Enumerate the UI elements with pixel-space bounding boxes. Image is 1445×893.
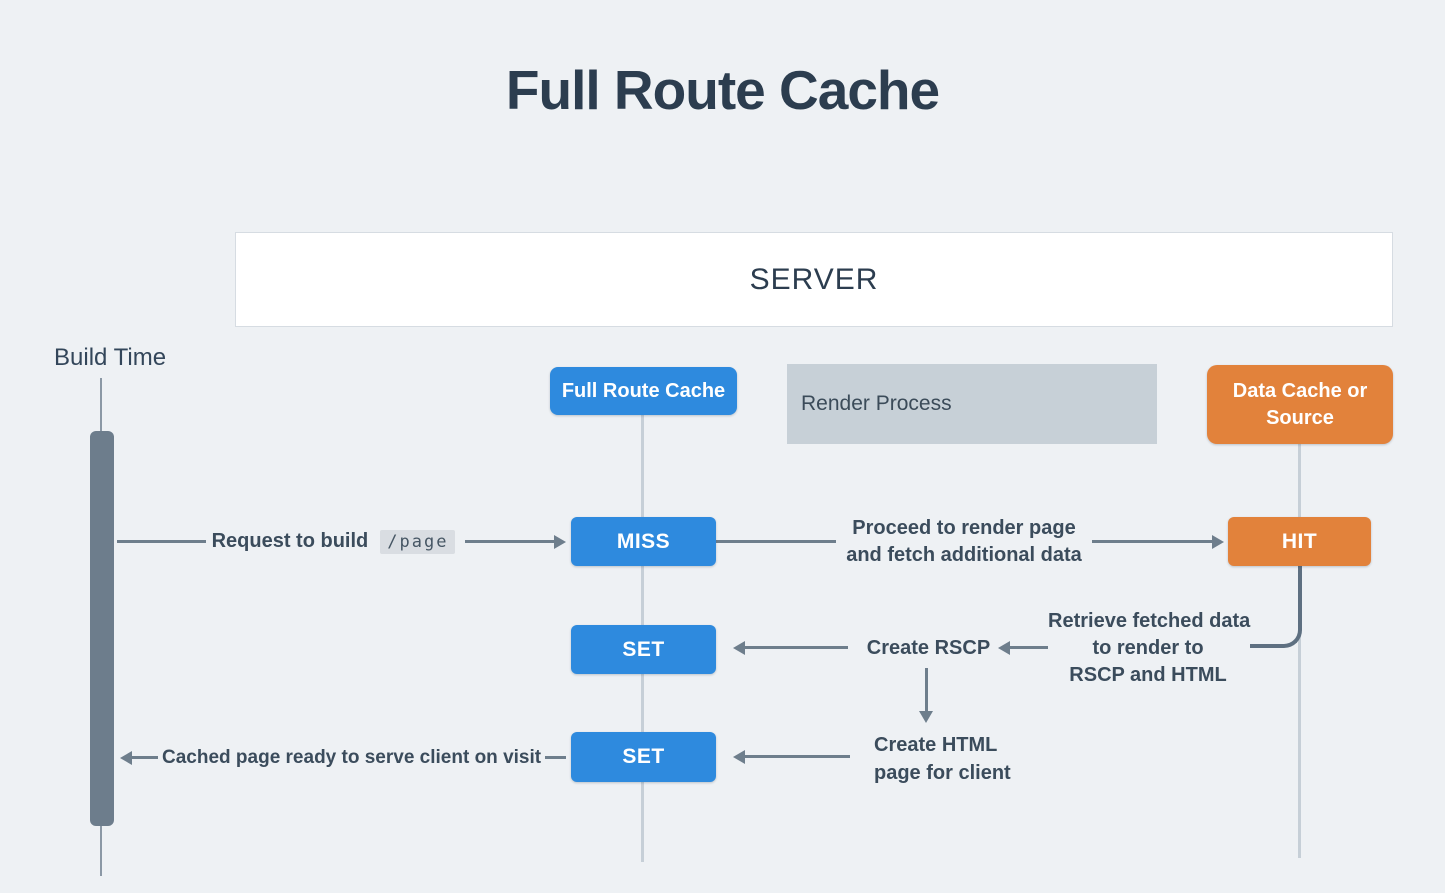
connector-line — [925, 668, 928, 713]
connector-line — [132, 756, 158, 759]
retrieve-fetched-label: Retrieve fetched data to render to RSCP … — [1048, 610, 1251, 686]
connector-line — [744, 755, 850, 758]
connector-line — [1091, 540, 1213, 543]
connector-line — [545, 756, 566, 759]
flow-cached-page-ready: Cached page ready to serve client on vis… — [120, 744, 566, 771]
hit-return-elbow-connector — [1250, 564, 1302, 648]
build-activation-bar — [90, 431, 114, 826]
flow-proceed-to-render: Proceed to render page and fetch additio… — [716, 517, 1225, 566]
flow-request-to-build: Request to build /page — [117, 528, 567, 555]
create-rscp-label: Create RSCP — [866, 637, 991, 659]
node-miss: MISS — [571, 517, 716, 566]
arrowhead-left-icon — [733, 750, 745, 764]
build-timeline-upper — [100, 378, 102, 431]
data-cache-lifeline — [1298, 444, 1301, 858]
cached-ready-label: Cached page ready to serve client on vis… — [162, 746, 542, 768]
hit-label: HIT — [1281, 529, 1318, 553]
lane-data-cache-label: Data Cache or Source — [1232, 379, 1368, 429]
node-set-html: SET — [571, 732, 716, 782]
lane-data-cache-or-source: Data Cache or Source — [1207, 365, 1393, 444]
arrowhead-left-icon — [120, 750, 132, 765]
arrowhead-right-icon — [554, 534, 567, 549]
arrowhead-left-icon — [998, 641, 1010, 655]
lane-full-route-cache-label: Full Route Cache — [561, 379, 726, 402]
connector-line — [117, 540, 206, 543]
arrowhead-right-icon — [1212, 534, 1225, 549]
page-title: Full Route Cache — [505, 59, 940, 121]
node-hit: HIT — [1228, 517, 1371, 566]
server-container: SERVER — [235, 232, 1393, 327]
build-timeline-lower — [100, 826, 102, 876]
lane-render-process-label: Render Process — [801, 392, 952, 415]
miss-label: MISS — [616, 529, 671, 553]
lane-full-route-cache: Full Route Cache — [550, 367, 737, 415]
set-rscp-label: SET — [622, 637, 665, 661]
connector-line — [1008, 646, 1048, 649]
connector-line — [716, 540, 837, 543]
set-html-label: SET — [622, 745, 665, 768]
create-html-label: Create HTML page for client — [874, 734, 1011, 784]
page-path-badge: /page — [380, 529, 456, 554]
proceed-render-label: Proceed to render page and fetch additio… — [846, 516, 1082, 566]
arrowhead-left-icon — [733, 641, 745, 655]
node-set-rscp: SET — [571, 625, 716, 674]
server-label: SERVER — [749, 262, 879, 296]
lane-render-process: Render Process — [787, 364, 1157, 444]
connector-line — [465, 540, 555, 543]
connector-line — [744, 646, 848, 649]
arrowhead-down-icon — [919, 711, 933, 723]
build-time-label: Build Time — [54, 344, 167, 371]
request-to-build-label: Request to build — [211, 530, 369, 552]
